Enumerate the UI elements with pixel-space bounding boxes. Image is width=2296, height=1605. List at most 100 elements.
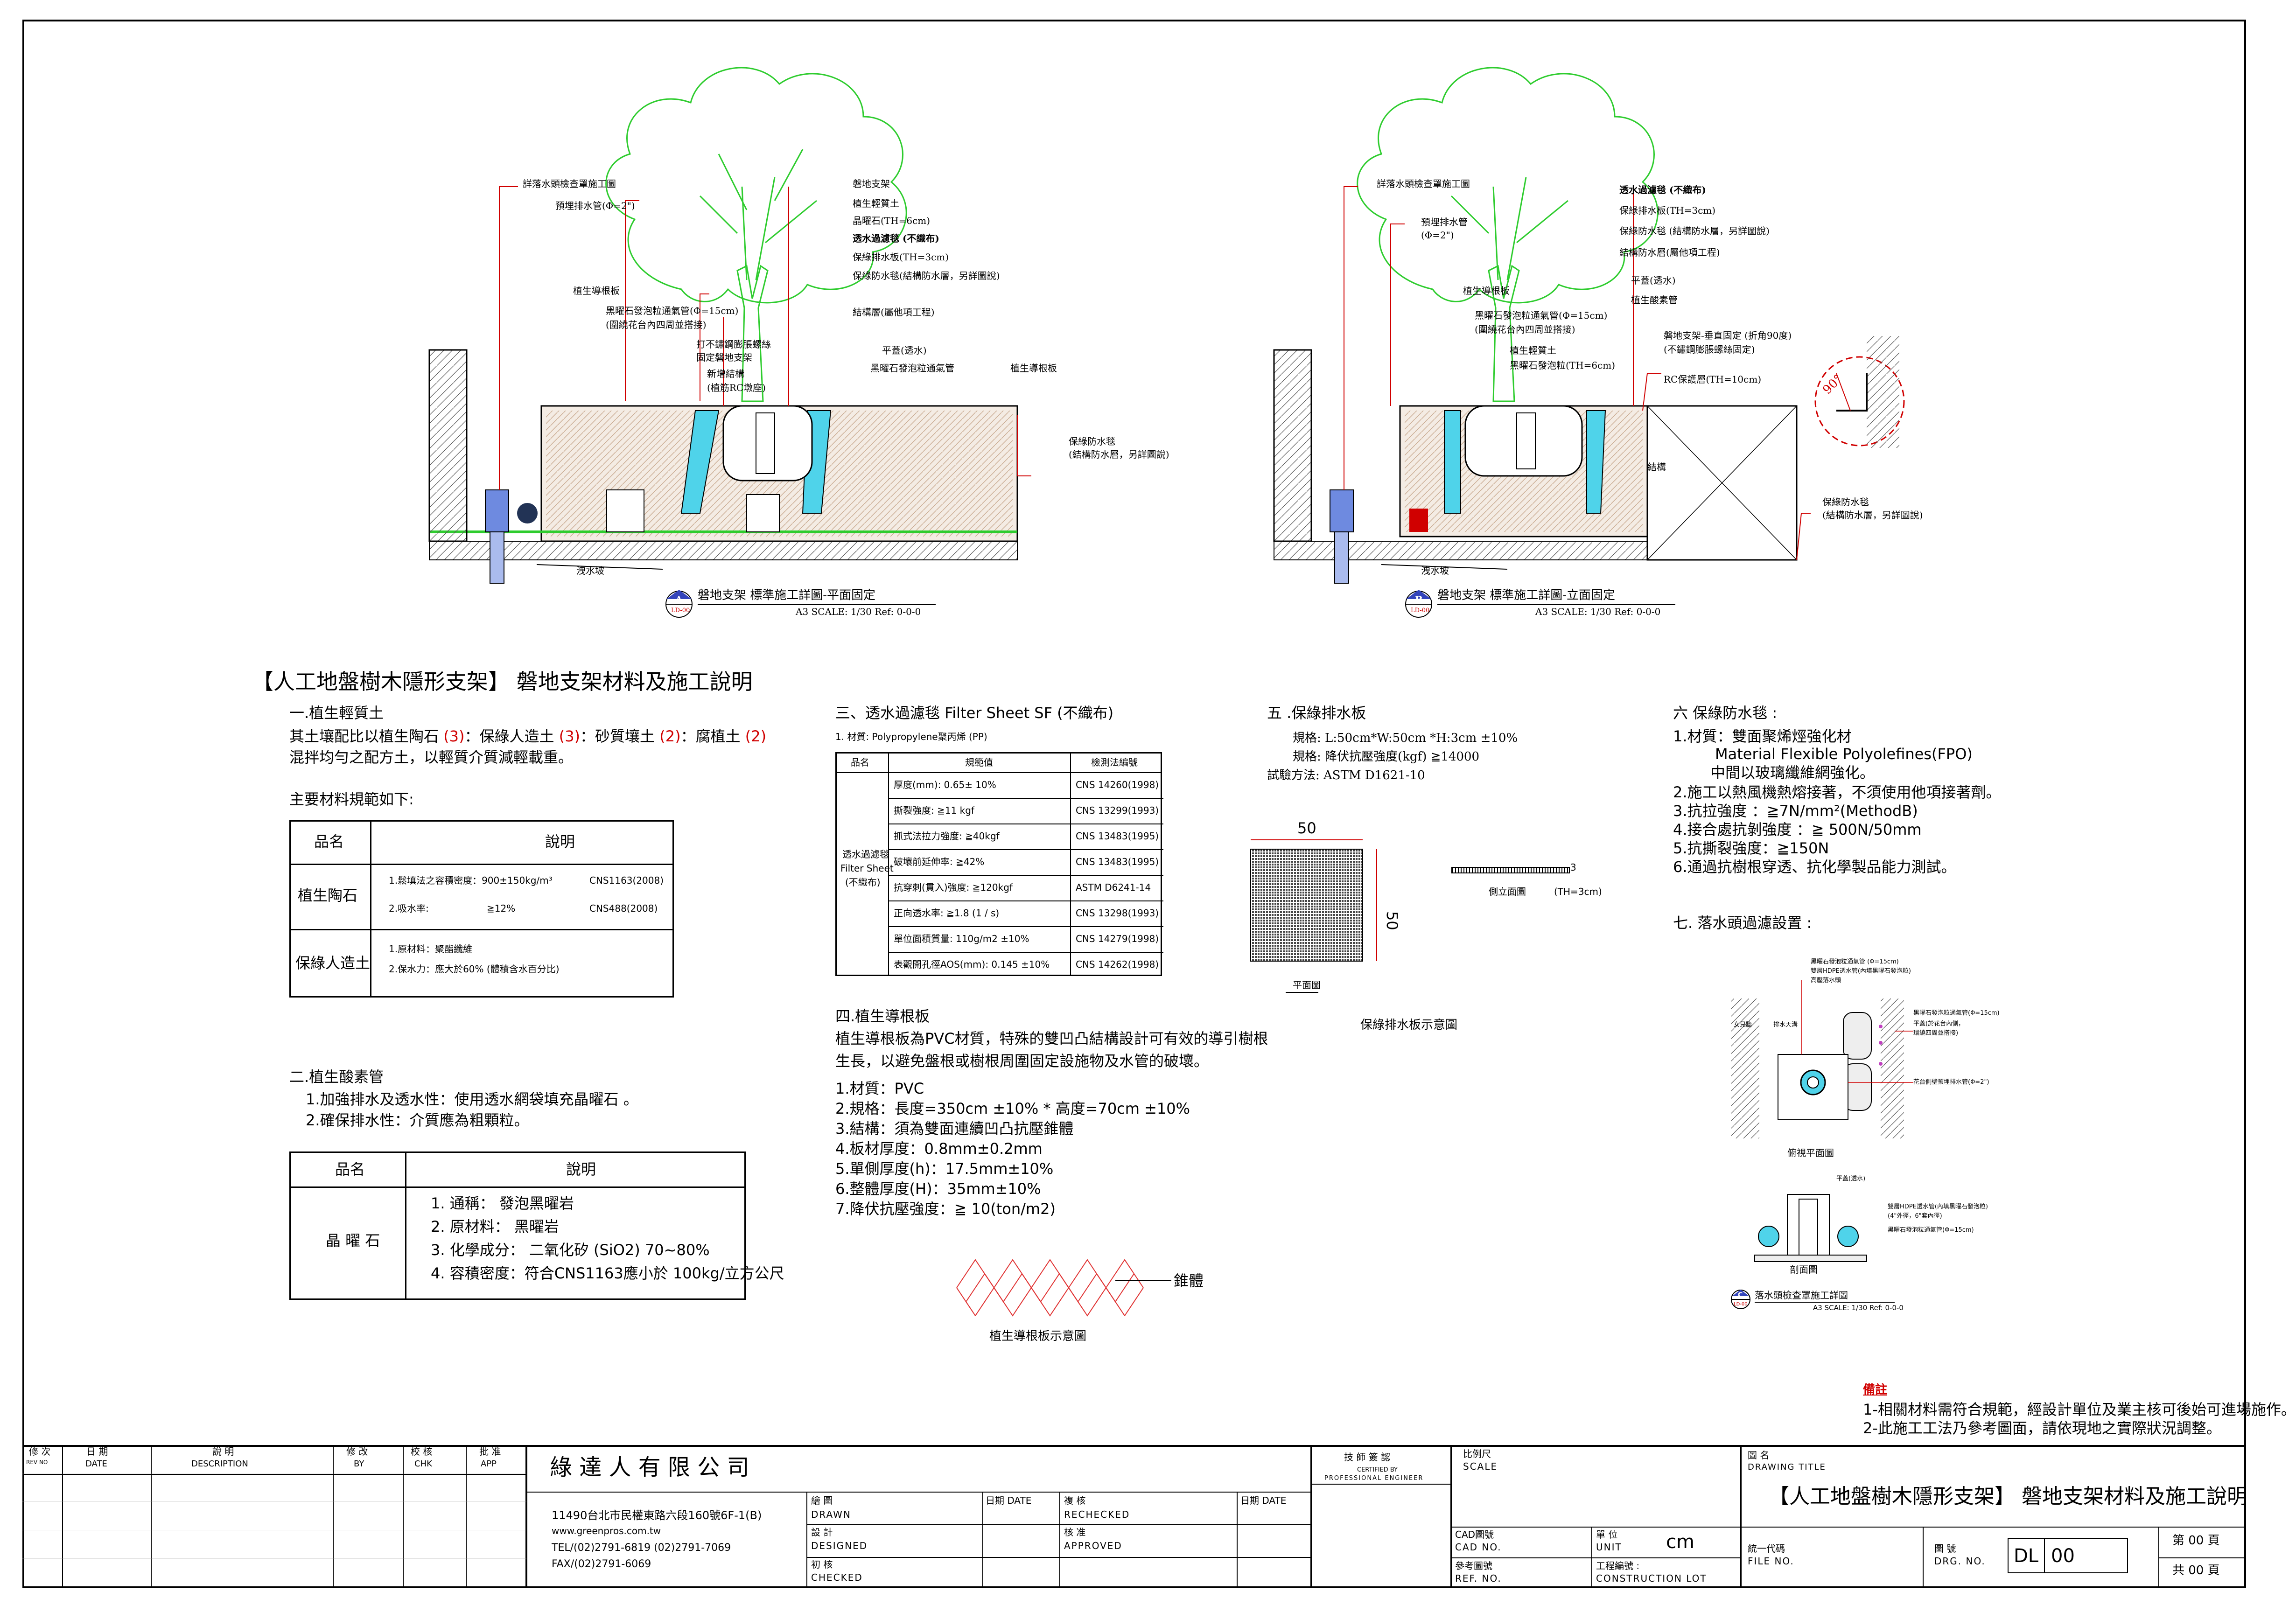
unit-value: cm [1666, 1531, 1694, 1553]
drawing-title: 【人工地盤樹木隱形支架】 磐地支架材料及施工說明 [1769, 1485, 2247, 1508]
sec3-table: 品名 規範值 檢測法編號 透水過濾毯 Filter Sheet (不織布) 厚度… [835, 752, 1163, 976]
label-a-right-4: 保綠排水板(TH=3cm) [853, 251, 949, 263]
label-a-right-5: 保綠防水毯(結構防水層，另詳圖說) [853, 270, 1000, 281]
drain-filter-section [1754, 1194, 1867, 1262]
sec1-th-name: 品名 [314, 833, 344, 851]
sec1-row1-name: 保綠人造土 [295, 954, 371, 972]
label-a-right-1: 植生輕質土 [853, 198, 899, 209]
label-a-slope: 洩水坡 [576, 565, 604, 576]
sec3-heading: 三、透水過濾毯 Filter Sheet SF (不織布) [835, 704, 1114, 722]
sec4-diagram-caption: 植生導根板示意圖 [989, 1329, 1087, 1343]
slab-a [429, 541, 1018, 560]
sec4-cone-label: 錐體 [1174, 1272, 1204, 1290]
root-guide-diagram [956, 1259, 1171, 1317]
label-b-slope: 洩水坡 [1421, 565, 1449, 576]
sec3-row-method: CNS 13483(1995) [1076, 830, 1159, 842]
sec5-heading: 五 .保綠排水板 [1267, 704, 1366, 722]
company-website: www.greenpros.com.tw [552, 1525, 661, 1536]
detail-marker-b [1405, 590, 1432, 618]
tree-trunk-a [736, 265, 769, 402]
label-b-left-0: 詳落水頭檢查罩施工圖 [1377, 178, 1470, 189]
sec5-plan-label: 平面圖 [1293, 979, 1321, 991]
company-tel: TEL/(02)2791-6819 (02)2791-7069 [552, 1542, 731, 1554]
sec5-spec3: 試驗方法: ASTM D1621-10 [1267, 768, 1425, 782]
sec4-desc1: 植生導根板為PVC材質，特殊的雙凹凸結構設計可有效的導引樹根 [835, 1030, 1268, 1047]
sec6-heading: 六 保綠防水毯 : [1673, 704, 1778, 722]
caption-a: 磐地支架 標準施工詳圖-平面固定 [698, 588, 876, 602]
label-a-right-2: 晶曜石(TH=6cm) [853, 215, 931, 226]
label-b-right-8: RC保護層(TH=10cm) [1664, 374, 1762, 385]
sec7-heading: 七. 落水頭過濾設置 : [1673, 914, 1812, 932]
tree-canopy-b [1357, 67, 1659, 304]
sec3-row-method: CNS 14260(1998) [1076, 779, 1159, 790]
scale-a: A3 SCALE: 1/30 Ref: 0-0-0 [796, 606, 921, 617]
sec3-row-spec: 單位面積質量: 110g/m2 ±10% [894, 933, 1029, 944]
root-guide-left-a [680, 410, 720, 514]
sec3-row-spec: 抗穿刺(貫入)強度: ≧120kgf [894, 882, 1013, 893]
sec7-plan-caption: 俯視平面圖 [1787, 1147, 1834, 1158]
label-b-left-5: (圍繞花台內四周並搭接) [1475, 324, 1575, 335]
drawing-a-svg [428, 67, 1031, 584]
label-b-right-10: (結構防水層，另詳圖說) [1822, 509, 1923, 521]
sec2-table: 品名 說明 晶 曜 石 1. 通稱： 發泡黑曜岩 2. 原材料： 黑曜岩 3. … [289, 1151, 784, 1300]
label-a-right-7: 平蓋(透水) [882, 345, 927, 356]
sec3-row-spec: 表觀開孔徑AOS(mm): 0.145 ±10% [894, 959, 1050, 970]
label-b-right-5: 植生酸素管 [1631, 294, 1678, 306]
sec5-side-label: 側立面圖 [1489, 886, 1526, 897]
company-name: 綠 達 人 有 限 公 司 [550, 1454, 749, 1480]
tree-trunk-b [1488, 265, 1520, 402]
label-b-left-2: (Φ=2") [1421, 230, 1454, 241]
label-a-left-8: (植筋RC墩座) [707, 382, 766, 393]
drawing-b-svg [1273, 67, 1905, 584]
label-a-left-3: 黑曜石發泡粒通氣管(Φ=15cm) [606, 305, 739, 316]
sec1-line2: 混拌均勻之配方土，以輕質介質減輕載重。 [289, 748, 574, 766]
label-b-right-4: 平蓋(透水) [1631, 275, 1676, 286]
drainage-board-plan [1250, 839, 1377, 962]
sec3-row-method: ASTM D6241-14 [1076, 882, 1151, 893]
sec3-row-spec: 破壞前延伸率: ≧42% [894, 856, 985, 867]
drg-prefix: DL [2014, 1545, 2039, 1567]
angle-detail-b [1814, 336, 1905, 448]
label-b-right-0: 透水過濾毯 (不織布) [1619, 184, 1706, 195]
sec5-diagram-caption: 保綠排水板示意圖 [1360, 1018, 1458, 1032]
label-b-left-3: 植生導根板 [1463, 285, 1510, 296]
sec1-th-desc: 說明 [545, 833, 575, 851]
sec4-heading: 四.植生導根板 [835, 1007, 930, 1025]
label-b-right-2: 保綠防水毯 (結構防水層，另詳圖說) [1619, 225, 1770, 237]
label-a-left-2: 植生導根板 [573, 285, 620, 296]
label-b-right-6: 磐地支架-垂直固定 (折角90度) [1664, 330, 1792, 341]
sec3-row-method: CNS 13299(1993) [1076, 805, 1159, 816]
notes-heading: 備註 [1863, 1383, 1888, 1397]
marker-a-letter: A [675, 594, 683, 605]
drainage-board-side [1451, 867, 1570, 873]
sec3-material: 1. 材質: Polypropylene聚丙烯 (PP) [835, 731, 987, 742]
sec3-row-method: CNS 14279(1998) [1076, 933, 1159, 944]
label-b-left-7: 黑曜石發泡粒(TH=6cm) [1510, 360, 1616, 371]
label-a-left-6: 固定磐地支架 [696, 352, 752, 363]
sec5-thickness: (TH=3cm) [1554, 886, 1602, 897]
detail-marker-a [665, 590, 693, 618]
sec2-heading: 二.植生酸素管 [289, 1068, 384, 1086]
sec3-row-method: CNS 13483(1995) [1076, 856, 1159, 867]
parapet-b [1273, 349, 1312, 542]
slab-b [1274, 541, 1648, 560]
detail-marker-c [1731, 1290, 1750, 1309]
sec7-caption: 落水頭檢查罩施工詳圖 [1755, 1290, 1848, 1301]
tree-canopy-a [605, 67, 907, 304]
label-a-left-1: 預埋排水管(Φ=2") [555, 200, 635, 211]
sec7-section-caption: 剖面圖 [1790, 1264, 1818, 1275]
caption-b: 磐地支架 標準施工詳圖-立面固定 [1437, 588, 1616, 602]
marker-b-sheet: LD-00 [1411, 607, 1430, 614]
revision-grid [22, 1445, 527, 1588]
sec3-row-spec: 撕裂強度: ≧11 kgf [894, 805, 974, 816]
label-a-right-9: 植生導根板 [1010, 363, 1057, 374]
company-fax: FAX/(02)2791-6069 [552, 1558, 651, 1570]
label-b-right-1: 保綠排水板(TH=3cm) [1619, 205, 1716, 216]
sec4-desc2: 生長，以避免盤根或樹根周圍固定設施物及水管的破壞。 [835, 1052, 1209, 1070]
sec2-th-name: 品名 [335, 1160, 365, 1178]
label-a-right-6: 結構層(屬他項工程) [853, 307, 935, 318]
label-a-right-8: 黑曜石發泡粒通氣管 [870, 363, 954, 374]
label-a-right-3: 透水過濾毯 (不織布) [853, 233, 939, 244]
sec3-row-spec: 厚度(mm): 0.65± 10% [894, 779, 996, 790]
scale-b: A3 SCALE: 1/30 Ref: 0-0-0 [1535, 606, 1661, 617]
